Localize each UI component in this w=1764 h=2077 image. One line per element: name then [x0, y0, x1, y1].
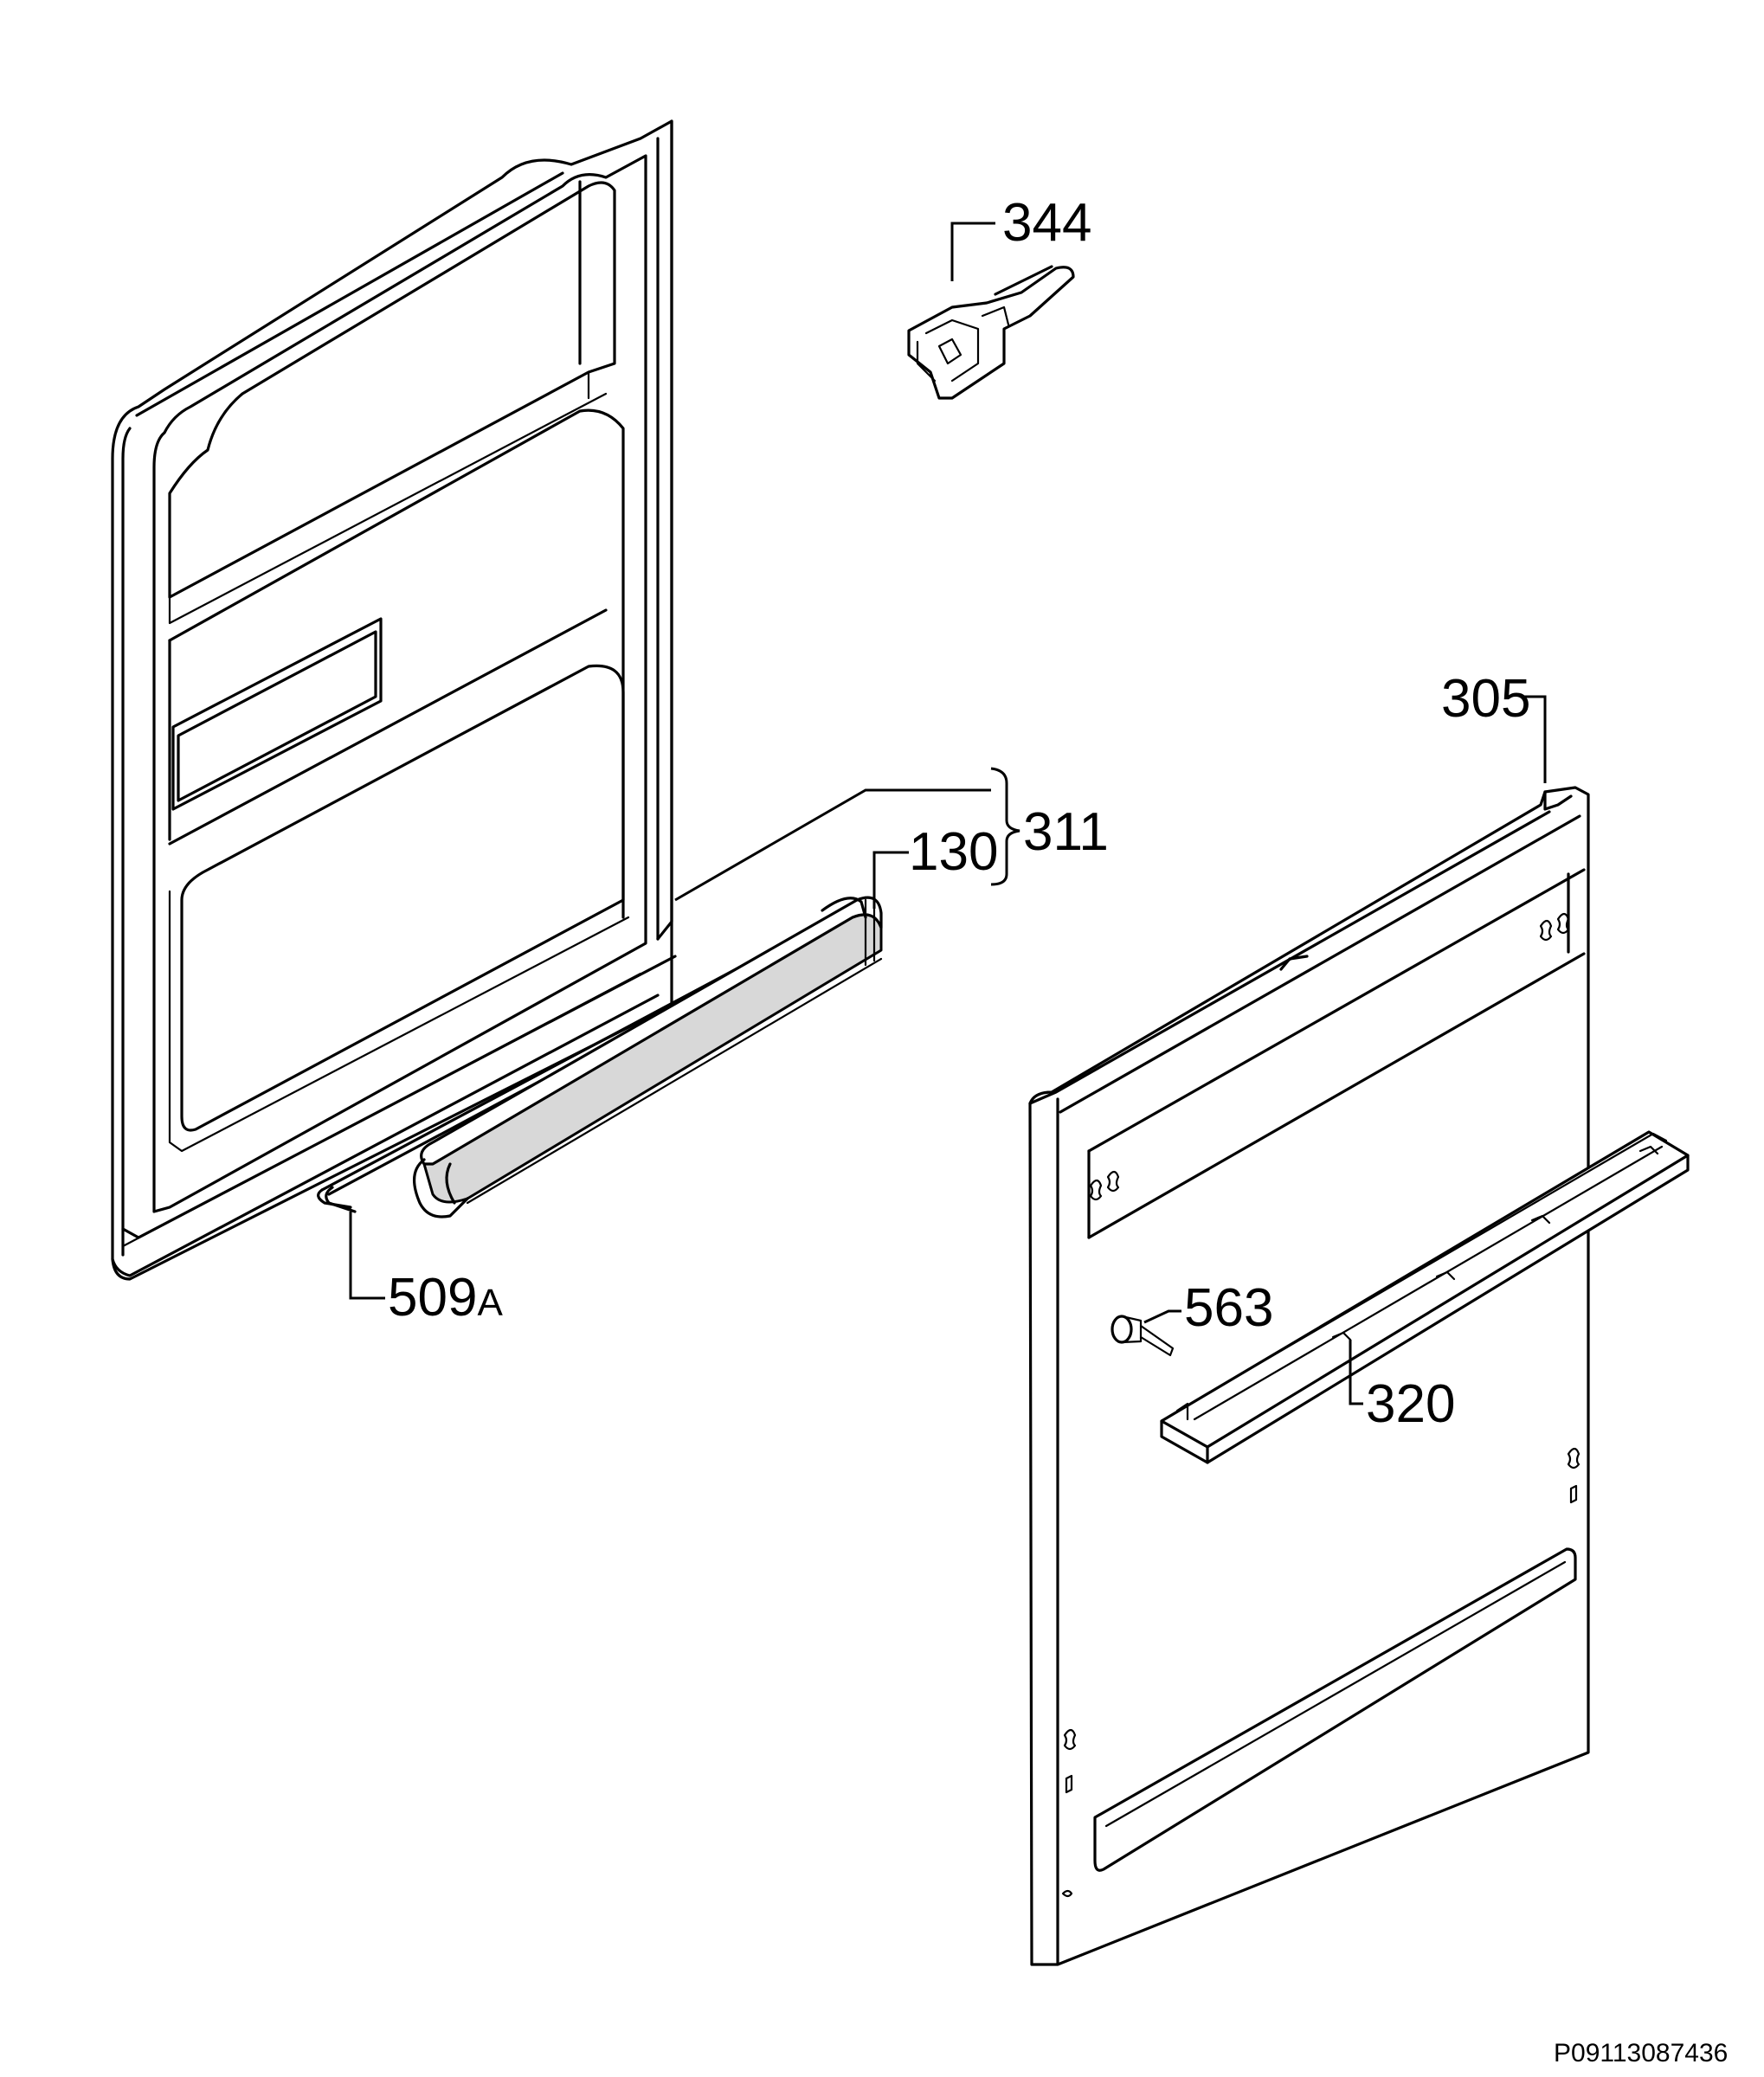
screw-part: [1111, 1315, 1175, 1357]
label-509a: 509A: [388, 1268, 503, 1328]
label-130: 130: [909, 822, 998, 882]
door-latch-part: [907, 265, 1075, 400]
gasket-part: [413, 896, 883, 1219]
inner-door-panel: [111, 119, 677, 1281]
label-509-suffix: A: [477, 1282, 503, 1324]
label-563: 563: [1184, 1278, 1273, 1338]
label-305: 305: [1441, 669, 1530, 729]
label-311: 311: [1023, 802, 1109, 862]
leader-lines: [349, 222, 1547, 1405]
part-labels: 344 305 311 130 509A 563 320 P0911308743…: [388, 193, 1728, 2067]
door-handle-part: [1160, 1130, 1690, 1464]
label-320: 320: [1366, 1374, 1455, 1434]
diagram-reference-code: P09113087436: [1554, 2039, 1728, 2067]
label-344: 344: [1002, 193, 1091, 253]
label-509-number: 509: [388, 1268, 477, 1328]
wire-clip-part: [325, 1186, 357, 1213]
